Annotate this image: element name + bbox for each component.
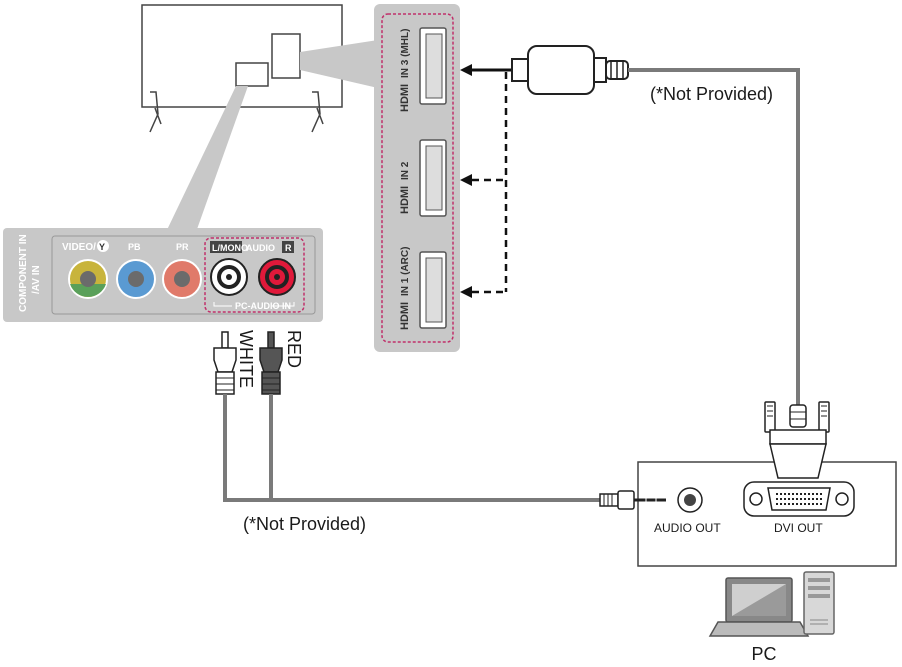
hdmi-port-in2[interactable]: HDMI IN 2 (399, 139, 447, 217)
pr-label: PR (176, 242, 189, 252)
y-badge (97, 240, 109, 252)
hdmi-port-in1-label: IN 1 (ARC) (400, 247, 411, 296)
av-side-label-2: /AV IN (31, 265, 42, 294)
red-rca-plug (259, 331, 283, 395)
pb-jack[interactable] (116, 259, 156, 299)
r-badge (282, 241, 294, 253)
av-zoom-callout (166, 86, 248, 232)
pc-audio-in-label: PC-AUDIO IN (235, 301, 291, 311)
hdmi-logo: HDMI (399, 186, 411, 214)
hdmi-logo: HDMI (399, 302, 411, 330)
dvi-plug (764, 401, 830, 479)
dvi-out-port[interactable] (743, 481, 855, 517)
hdmi-dvi-cable (511, 45, 800, 405)
dvi-out-label: DVI OUT (774, 521, 823, 535)
red-cable-label: RED (284, 330, 304, 368)
audio-left-white-jack[interactable] (210, 258, 248, 296)
audio-cable-not-provided-label: (*Not Provided) (243, 514, 366, 534)
lmono-label: L/MONO (212, 243, 248, 253)
audio-3-5mm-plug (599, 490, 666, 510)
hdmi-port-in3-label: IN 3 (MHL) (400, 29, 411, 78)
av-panel: COMPONENT IN /AV IN VIDEO/ Y PB PR L/MON… (3, 228, 323, 322)
audio-cable (223, 394, 600, 502)
hdmi-port-in2-label: IN 2 (400, 161, 411, 180)
audio-out-label: AUDIO OUT (654, 521, 721, 535)
hdmi-logo: HDMI (399, 84, 411, 112)
hdmi-connection-arrows (460, 64, 512, 298)
hdmi-cable-not-provided-label: (*Not Provided) (650, 84, 773, 104)
white-rca-plug (213, 331, 237, 395)
hdmi-port-in1[interactable]: HDMI IN 1 (ARC) (399, 247, 447, 330)
r-label: R (285, 243, 292, 253)
pr-jack[interactable] (162, 259, 202, 299)
av-side-label-1: COMPONENT IN (18, 234, 29, 312)
laptop-icon (708, 577, 810, 637)
hdmi-port-in3[interactable]: HDMI IN 3 (MHL) (399, 27, 447, 112)
white-cable-label: WHITE (236, 330, 256, 388)
lmono-badge (210, 241, 242, 253)
hdmi-panel: HDMI IN 3 (MHL) HDMI IN 2 HDMI IN 1 (ARC… (374, 4, 460, 352)
audio-label: AUDIO (246, 243, 275, 253)
desktop-tower-icon (803, 571, 835, 635)
pc-label: PC (751, 644, 776, 664)
hdmi-zoom-callout (300, 40, 378, 88)
pb-label: PB (128, 242, 141, 252)
y-label: Y (99, 242, 105, 252)
video-label: VIDEO/ (62, 242, 96, 253)
audio-out-jack[interactable] (677, 487, 703, 513)
video-y-jack[interactable] (68, 259, 108, 299)
audio-right-red-jack[interactable] (258, 258, 296, 296)
